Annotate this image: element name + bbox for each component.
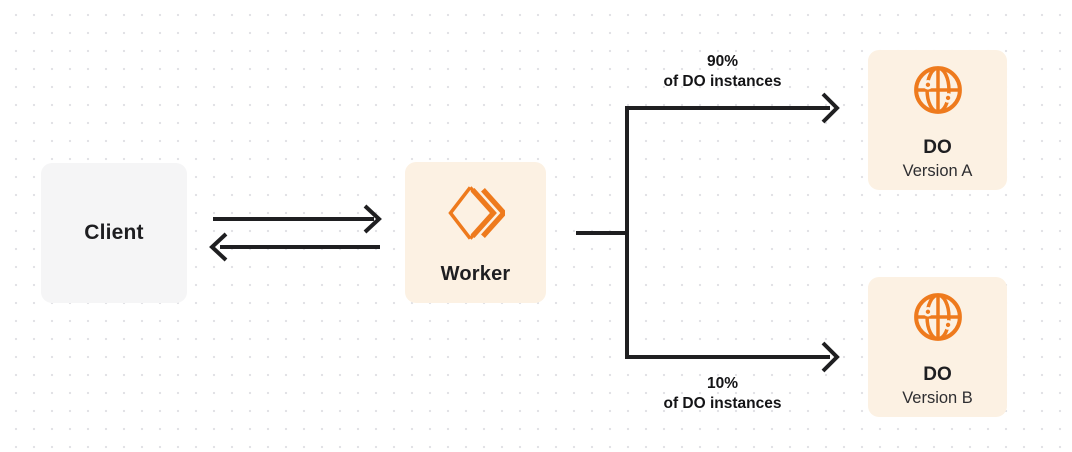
split-bottom-percent: 10% bbox=[706, 375, 739, 392]
do-b-title: DO bbox=[923, 364, 952, 385]
split-bottom-caption: of DO instances bbox=[663, 395, 782, 412]
split-top-percent: 90% bbox=[706, 53, 739, 70]
branch-arrow-version-a bbox=[625, 92, 840, 124]
branch-arrow-version-b bbox=[625, 341, 840, 373]
split-label-90-percent: 90% of DO instances bbox=[630, 52, 815, 92]
do-b-subtitle: Version B bbox=[902, 389, 973, 407]
do-a-title: DO bbox=[923, 137, 952, 158]
request-arrow bbox=[213, 204, 382, 234]
worker-label: Worker bbox=[440, 263, 511, 285]
split-top-caption: of DO instances bbox=[663, 73, 782, 90]
cloudflare-workers-icon bbox=[447, 184, 505, 242]
worker-node: Worker bbox=[405, 162, 546, 303]
response-arrow bbox=[209, 232, 380, 262]
client-label: Client bbox=[84, 221, 144, 244]
globe-icon bbox=[910, 62, 966, 118]
do-a-subtitle: Version A bbox=[902, 162, 973, 180]
client-node: Client bbox=[41, 163, 187, 303]
globe-icon bbox=[910, 289, 966, 345]
split-label-10-percent: 10% of DO instances bbox=[630, 374, 815, 414]
split-connector bbox=[576, 106, 629, 359]
do-version-a-node: DO Version A bbox=[868, 50, 1007, 190]
do-version-b-node: DO Version B bbox=[868, 277, 1007, 417]
